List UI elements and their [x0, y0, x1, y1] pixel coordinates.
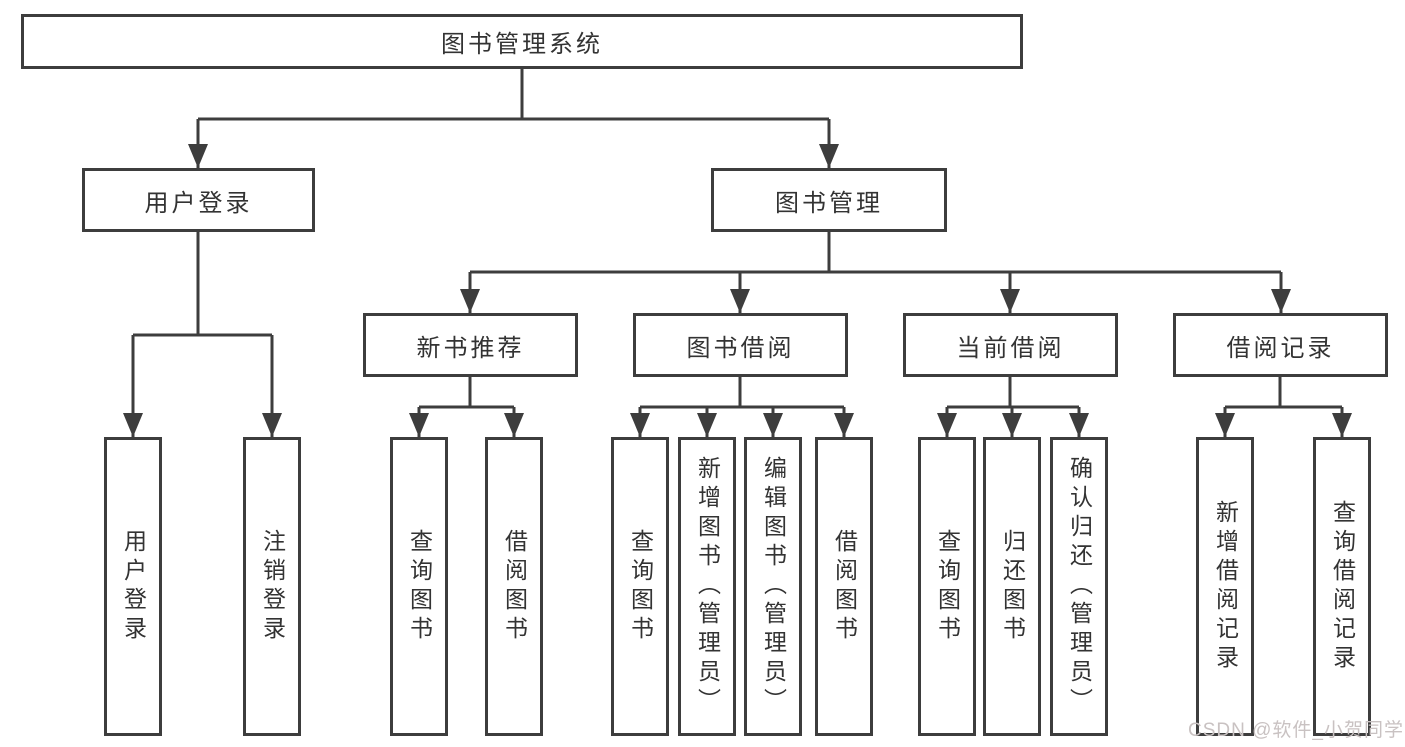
leaf-query-books-recommend: 查询图书: [390, 437, 448, 736]
leaf-return-books-label: 归还图书: [999, 528, 1026, 645]
connector-trunks: [133, 67, 1342, 409]
leaf-add-borrow-record-label: 新增借阅记录: [1212, 499, 1239, 674]
leaf-query-borrow-record-label: 查询借阅记录: [1329, 499, 1356, 674]
csdn-watermark: CSDN @软件_小贺同学: [1188, 720, 1404, 741]
node-user-login: 用户登录: [82, 168, 315, 232]
node-borrow-records: 借阅记录: [1173, 313, 1388, 377]
leaf-logout: 注销登录: [243, 437, 301, 736]
leaf-return-books: 归还图书: [983, 437, 1041, 736]
leaf-add-books-admin-label: 新增图书（管理员）: [694, 456, 721, 717]
leaf-borrow-books-label: 借阅图书: [831, 528, 858, 645]
node-new-book-recommend: 新书推荐: [363, 313, 578, 377]
leaf-logout-label: 注销登录: [259, 528, 286, 645]
node-root-label: 图书管理系统: [441, 31, 603, 58]
leaf-borrow-books-recommend: 借阅图书: [485, 437, 543, 736]
leaf-user-login-label: 用户登录: [120, 528, 147, 645]
leaf-user-login: 用户登录: [104, 437, 162, 736]
node-user-login-label: 用户登录: [144, 189, 253, 217]
connector-arrows: [123, 119, 1352, 437]
node-root: 图书管理系统: [21, 14, 1023, 69]
leaf-edit-books-admin-label: 编辑图书（管理员）: [760, 456, 787, 717]
node-book-management: 图书管理: [711, 168, 947, 232]
node-new-book-recommend-label: 新书推荐: [416, 334, 525, 362]
node-borrow-records-label: 借阅记录: [1226, 334, 1335, 362]
leaf-query-books-borrow-label: 查询图书: [627, 528, 654, 645]
leaf-borrow-books-recommend-label: 借阅图书: [501, 528, 528, 645]
leaf-query-borrow-record: 查询借阅记录: [1313, 437, 1371, 736]
node-book-borrow: 图书借阅: [633, 313, 848, 377]
leaf-confirm-return-admin: 确认归还（管理员）: [1050, 437, 1108, 736]
leaf-add-books-admin: 新增图书（管理员）: [678, 437, 736, 736]
leaf-query-books-current: 查询图书: [918, 437, 976, 736]
leaf-query-books-borrow: 查询图书: [611, 437, 669, 736]
node-current-borrow-label: 当前借阅: [956, 334, 1065, 362]
leaf-confirm-return-admin-label: 确认归还（管理员）: [1066, 456, 1093, 717]
leaf-add-borrow-record: 新增借阅记录: [1196, 437, 1254, 736]
leaf-query-books-current-label: 查询图书: [934, 528, 961, 645]
node-book-borrow-label: 图书借阅: [686, 334, 795, 362]
leaf-borrow-books: 借阅图书: [815, 437, 873, 736]
leaf-edit-books-admin: 编辑图书（管理员）: [744, 437, 802, 736]
node-current-borrow: 当前借阅: [903, 313, 1118, 377]
node-book-management-label: 图书管理: [775, 189, 883, 217]
leaf-query-books-recommend-label: 查询图书: [406, 528, 433, 645]
